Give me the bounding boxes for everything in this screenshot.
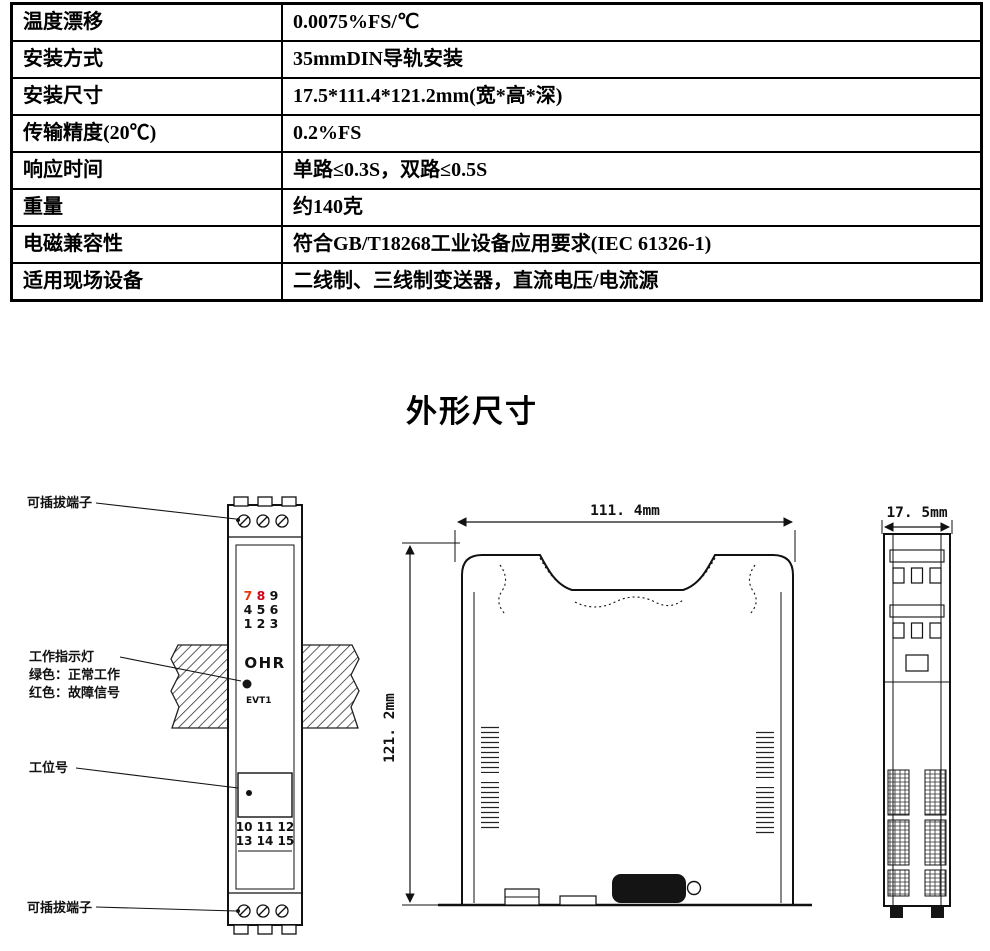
height-dim-label: 121. 2mm bbox=[382, 693, 398, 763]
top-terminal-numbers: 7 8 9 4 5 6 1 2 3 bbox=[244, 588, 279, 631]
spec-label: 安装方式 bbox=[10, 40, 283, 79]
vent-slots bbox=[481, 725, 774, 835]
terminal-number: 5 bbox=[257, 602, 266, 617]
spec-label: 安装尺寸 bbox=[10, 77, 283, 116]
end-view-terminals bbox=[889, 549, 945, 639]
table-row: 安装尺寸 17.5*111.4*121.2mm(宽*高*深) bbox=[10, 77, 983, 116]
din-latch bbox=[612, 874, 686, 903]
table-row: 传输精度(20℃) 0.2%FS bbox=[10, 114, 983, 153]
callout-terminal-bottom: 可插拔端子 bbox=[27, 900, 92, 915]
callout-indicator-1: 工作指示灯 bbox=[29, 649, 94, 664]
end-view-foot bbox=[890, 906, 903, 918]
terminal-number: 8 bbox=[257, 588, 266, 603]
end-view-vents bbox=[887, 769, 947, 897]
width-dim-label: 111. 4mm bbox=[590, 503, 660, 519]
terminal-number: 9 bbox=[270, 588, 279, 603]
status-led bbox=[242, 679, 252, 689]
station-label-dot bbox=[246, 790, 252, 796]
bottom-terminal-numbers: 10 11 12 13 14 15 bbox=[236, 820, 294, 848]
top-terminal bbox=[228, 496, 302, 538]
side-view: 111. 4mm 121. 2mm bbox=[382, 503, 812, 907]
callout-indicator-2: 绿色：正常工作 bbox=[29, 667, 120, 682]
din-rail-left bbox=[170, 644, 229, 729]
table-row: 响应时间 单路≤0.3S，双路≤0.5S bbox=[10, 151, 983, 190]
din-rail-right bbox=[301, 644, 360, 729]
table-row: 电磁兼容性 符合GB/T18268工业设备应用要求(IEC 61326-1) bbox=[10, 225, 983, 264]
spec-value: 0.0075%FS/℃ bbox=[281, 2, 983, 42]
spec-label: 响应时间 bbox=[10, 151, 283, 190]
terminal-number-row: 10 11 12 bbox=[236, 820, 294, 834]
callout-labels: 可插拔端子 工作指示灯 绿色：正常工作 红色：故障信号 工位号 可插拔端子 bbox=[27, 495, 120, 915]
callout-indicator-3: 红色：故障信号 bbox=[29, 685, 120, 700]
terminal-number: 3 bbox=[270, 616, 279, 631]
dimension-drawing: 7 8 9 4 5 6 1 2 3 OHR EVT1 10 11 12 13 1… bbox=[27, 495, 953, 935]
table-row: 重量 约140克 bbox=[10, 188, 983, 227]
module-body bbox=[227, 504, 303, 926]
spec-value: 17.5*111.4*121.2mm(宽*高*深) bbox=[281, 77, 983, 116]
table-row: 温度漂移 0.0075%FS/℃ bbox=[10, 2, 983, 42]
callout-terminal-top: 可插拔端子 bbox=[27, 495, 92, 510]
terminal-number: 6 bbox=[270, 602, 279, 617]
led-label: EVT1 bbox=[246, 696, 272, 706]
hidden-contours bbox=[498, 557, 757, 616]
spec-value: 约140克 bbox=[281, 188, 983, 227]
spec-label: 适用现场设备 bbox=[10, 262, 283, 302]
terminal-number-row: 13 14 15 bbox=[236, 834, 294, 848]
spec-value: 35mmDIN导轨安装 bbox=[281, 40, 983, 79]
table-row: 安装方式 35mmDIN导轨安装 bbox=[10, 40, 983, 79]
spec-label: 温度漂移 bbox=[10, 2, 283, 42]
spec-label: 电磁兼容性 bbox=[10, 225, 283, 264]
end-view-foot bbox=[931, 906, 944, 918]
spec-value: 二线制、三线制变送器，直流电压/电流源 bbox=[281, 262, 983, 302]
station-label-window bbox=[237, 772, 293, 818]
spec-label: 传输精度(20℃) bbox=[10, 114, 283, 153]
terminal-number: 1 bbox=[244, 616, 253, 631]
callout-station: 工位号 bbox=[29, 760, 68, 775]
depth-dim-label: 17. 5mm bbox=[886, 505, 947, 521]
spec-value: 0.2%FS bbox=[281, 114, 983, 153]
spec-label: 重量 bbox=[10, 188, 283, 227]
brand-logo: OHR bbox=[244, 654, 285, 672]
callout-leaders bbox=[75, 502, 242, 913]
spec-value: 单路≤0.3S，双路≤0.5S bbox=[281, 151, 983, 190]
section-title: 外形尺寸 bbox=[406, 394, 538, 429]
spec-value: 符合GB/T18268工业设备应用要求(IEC 61326-1) bbox=[281, 225, 983, 264]
spec-table: 温度漂移 0.0075%FS/℃ 安装方式 35mmDIN导轨安装 安装尺寸 1… bbox=[10, 2, 983, 302]
table-row: 适用现场设备 二线制、三线制变送器，直流电压/电流源 bbox=[10, 262, 983, 302]
end-view: 17. 5mm bbox=[881, 505, 953, 918]
front-view: 7 8 9 4 5 6 1 2 3 OHR EVT1 10 11 12 13 1… bbox=[27, 495, 360, 935]
terminal-number: 2 bbox=[257, 616, 266, 631]
terminal-number: 4 bbox=[244, 602, 253, 617]
side-profile-outline bbox=[461, 554, 794, 906]
module-face bbox=[235, 544, 295, 890]
terminal-number: 7 bbox=[244, 588, 253, 603]
